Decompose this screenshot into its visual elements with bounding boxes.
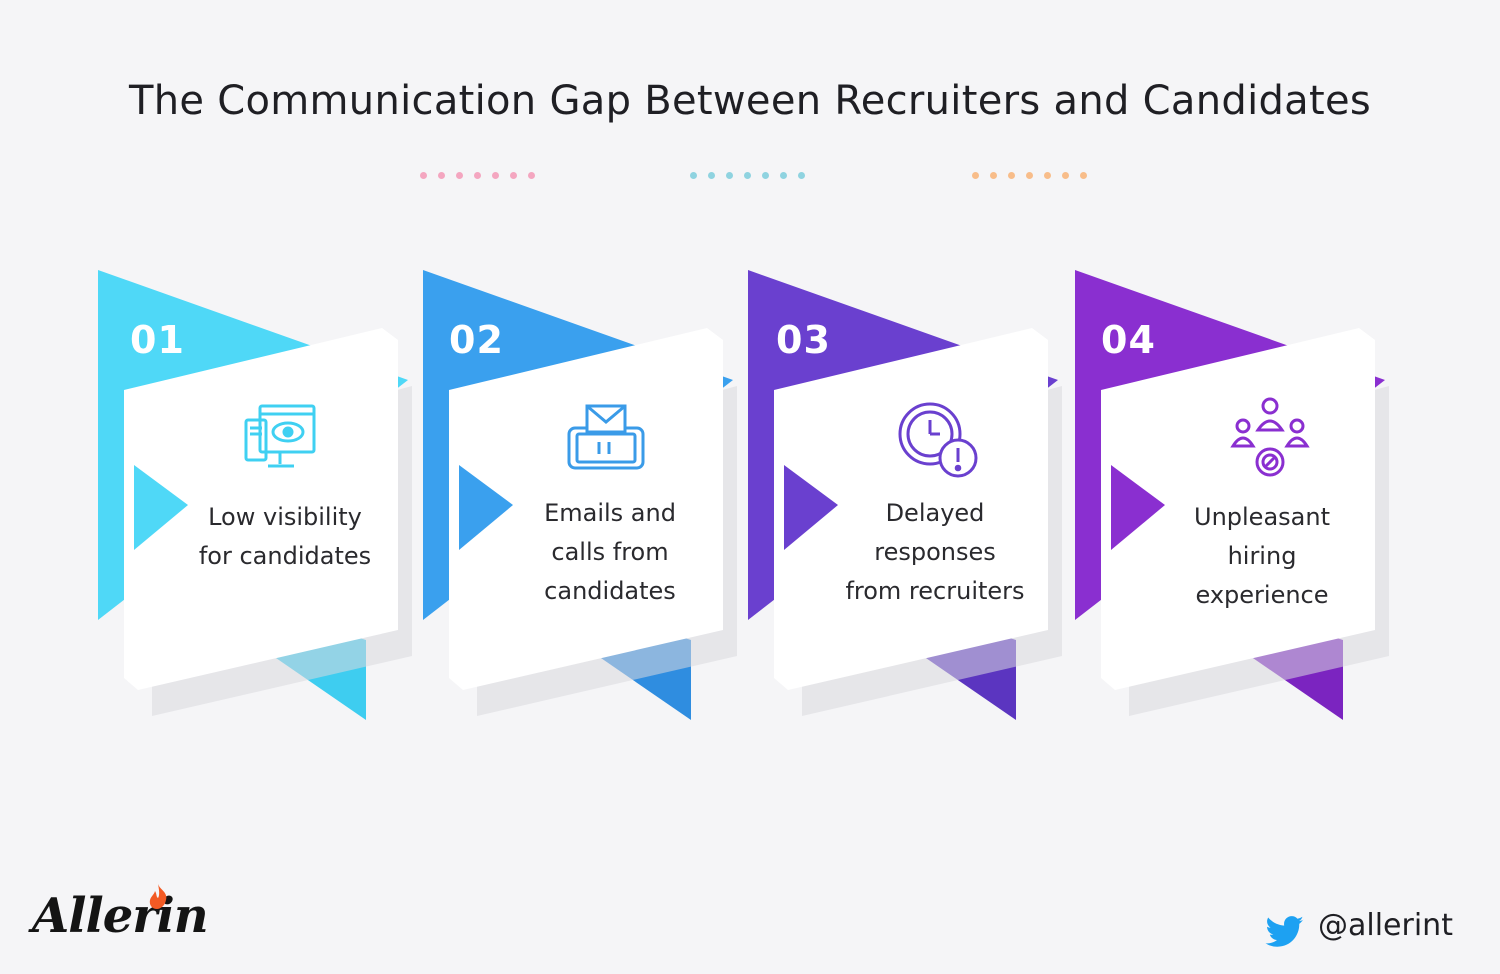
- decorative-dot: [762, 172, 769, 179]
- dot-row-2: [690, 172, 805, 179]
- decorative-dot: [492, 172, 499, 179]
- decorative-dot: [1062, 172, 1069, 179]
- decorative-dot: [510, 172, 517, 179]
- decorative-dot: [474, 172, 481, 179]
- step-label-1: Low visibility for candidates: [198, 503, 372, 570]
- phone-email-icon: [567, 404, 645, 470]
- decorative-dot: [420, 172, 427, 179]
- decorative-dot: [1026, 172, 1033, 179]
- decorative-dot: [1044, 172, 1051, 179]
- clock-alert-icon: [898, 402, 978, 478]
- step-shape-4: [1075, 270, 1389, 720]
- decorative-dot: [990, 172, 997, 179]
- dot-row-1: [420, 172, 535, 179]
- decorative-dot: [528, 172, 535, 179]
- decorative-dot: [1008, 172, 1015, 179]
- decorative-dot: [438, 172, 445, 179]
- step-label-2: Emails and calls from candidates: [544, 499, 676, 605]
- step-number: 04: [1101, 318, 1156, 362]
- step-number: 02: [449, 318, 504, 362]
- step-number: 03: [776, 318, 831, 362]
- dot-row-3: [972, 172, 1087, 179]
- twitter-handle[interactable]: @allerint: [1318, 908, 1453, 943]
- decorative-dot: [708, 172, 715, 179]
- blocked-group-icon: [1230, 397, 1310, 477]
- decorative-dot: [1080, 172, 1087, 179]
- decorative-dot: [690, 172, 697, 179]
- decorative-dot: [798, 172, 805, 179]
- step-card-4: 04 Unpleasant hiring experience: [1075, 270, 1435, 750]
- step-label-4: Unpleasant hiring experience: [1194, 503, 1330, 609]
- page-title: The Communication Gap Between Recruiters…: [128, 78, 1372, 124]
- eye-monitor-icon: [244, 404, 316, 468]
- step-number: 01: [130, 318, 185, 362]
- decorative-dot: [456, 172, 463, 179]
- step-shape-1: [98, 270, 412, 720]
- step-card-3: 03 Delayed responses from recruiters: [748, 270, 1108, 750]
- allerin-logo: Allerin: [32, 888, 209, 944]
- decorative-dot: [726, 172, 733, 179]
- decorative-dot: [780, 172, 787, 179]
- decorative-dot: [744, 172, 751, 179]
- flame-icon: [149, 884, 167, 909]
- step-card-2: 02 Emails and calls from candidates: [423, 270, 783, 750]
- decorative-dot: [972, 172, 979, 179]
- step-label-3: Delayed responses from recruiters: [845, 499, 1025, 605]
- step-card-1: 01 Low visibility for candidates: [98, 270, 458, 750]
- twitter-icon[interactable]: [1265, 916, 1305, 948]
